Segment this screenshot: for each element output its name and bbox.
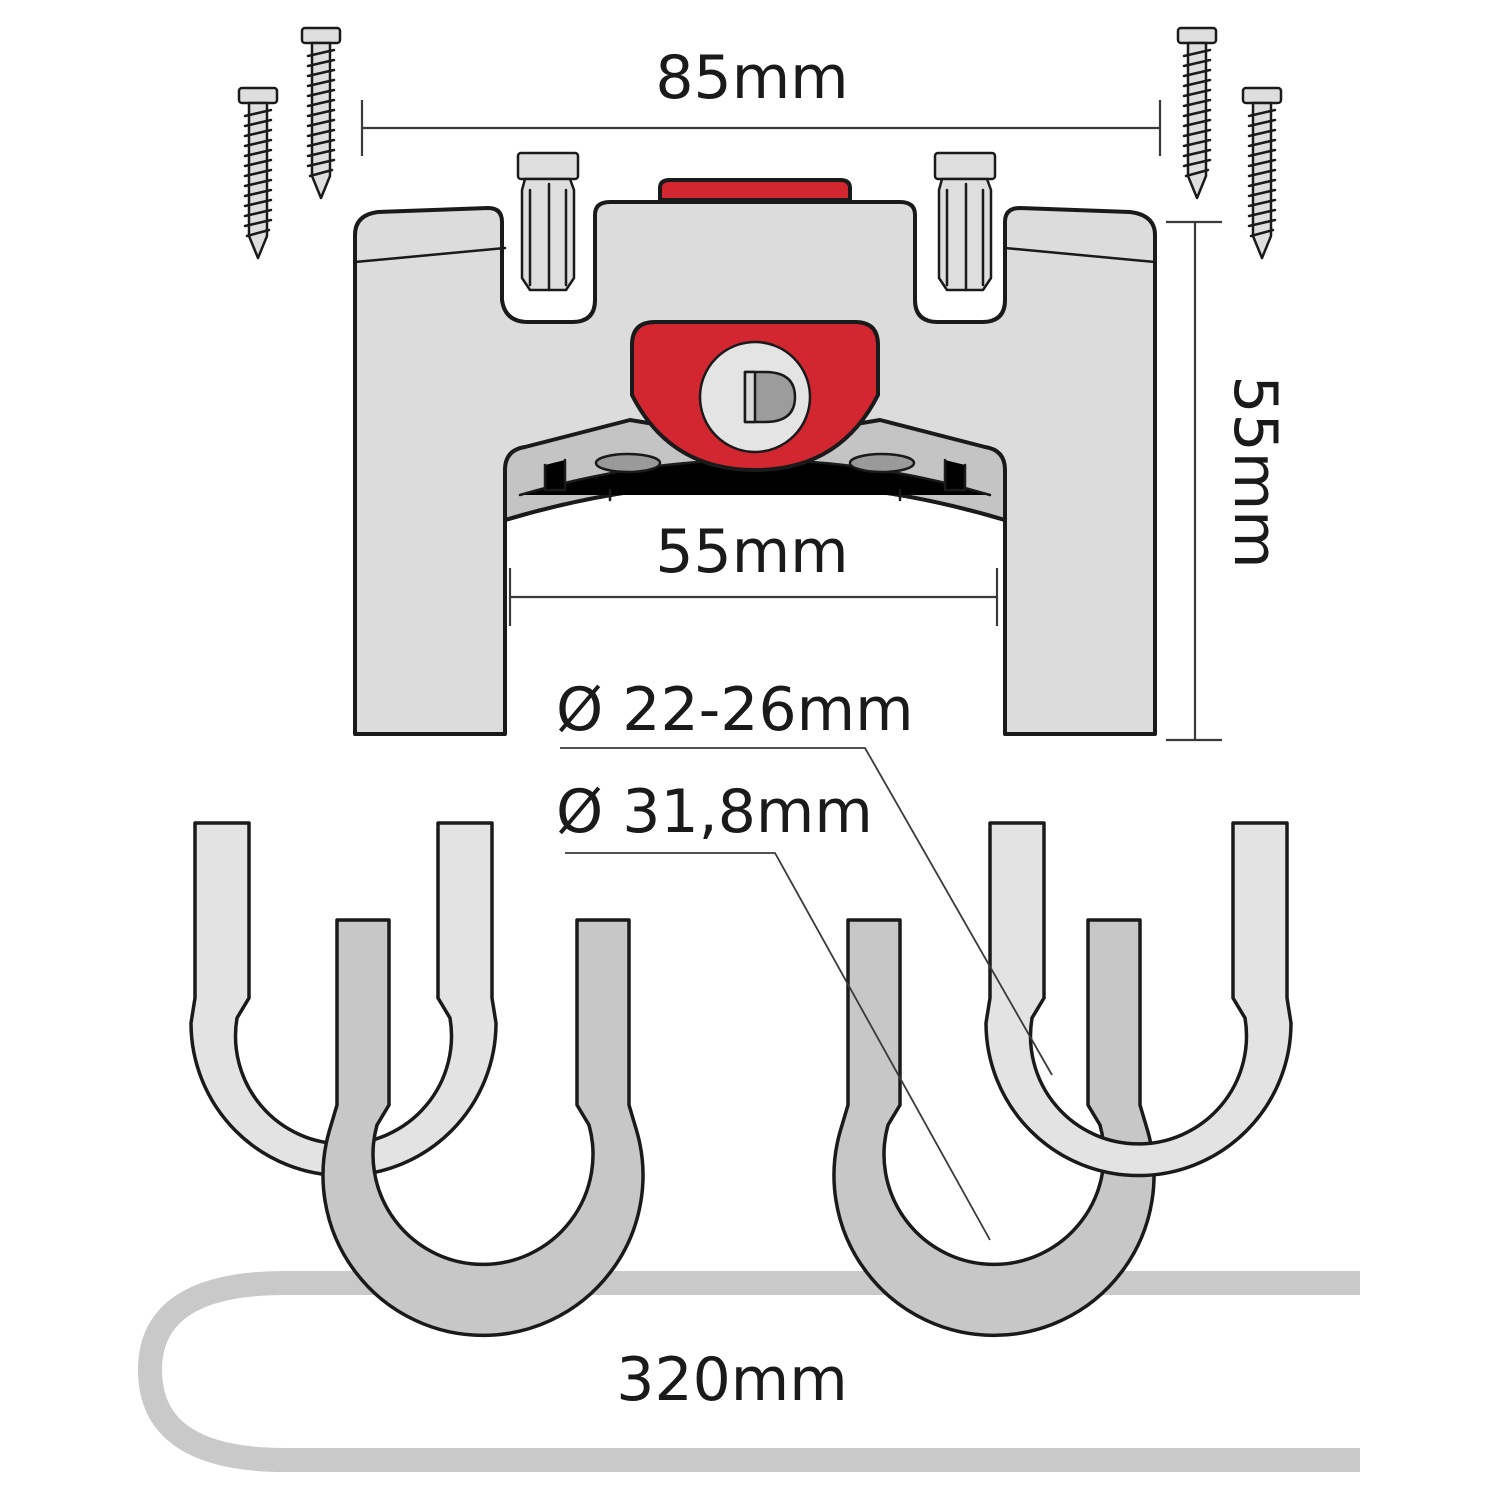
bolt-left xyxy=(516,151,580,292)
top-width-dimension: 85mm xyxy=(360,43,1162,156)
top-width-label: 85mm xyxy=(655,43,848,113)
diameter-small-label: Ø 22-26mm xyxy=(556,675,914,745)
inner-width-dimension: 55mm xyxy=(508,517,999,626)
screw-icon xyxy=(300,26,342,200)
height-dimension: 55mm xyxy=(1166,220,1290,742)
inner-width-label: 55mm xyxy=(655,517,848,587)
diameter-large-label: Ø 31,8mm xyxy=(556,777,873,847)
lock-cylinder-icon xyxy=(698,340,812,454)
bolt-right xyxy=(933,151,997,292)
height-label: 55mm xyxy=(1220,375,1290,568)
diameter-small-callout: Ø 22-26mm xyxy=(556,675,1053,1076)
handlebar-bar xyxy=(137,1271,1360,1472)
screw-icon xyxy=(1176,26,1218,200)
diameter-large-callout: Ø 31,8mm xyxy=(556,777,991,1241)
screw-icon xyxy=(237,86,279,260)
bar-length-label: 320mm xyxy=(616,1345,847,1415)
adapter-body xyxy=(353,151,1157,736)
release-button xyxy=(658,178,852,202)
screw-icon xyxy=(1241,86,1283,260)
